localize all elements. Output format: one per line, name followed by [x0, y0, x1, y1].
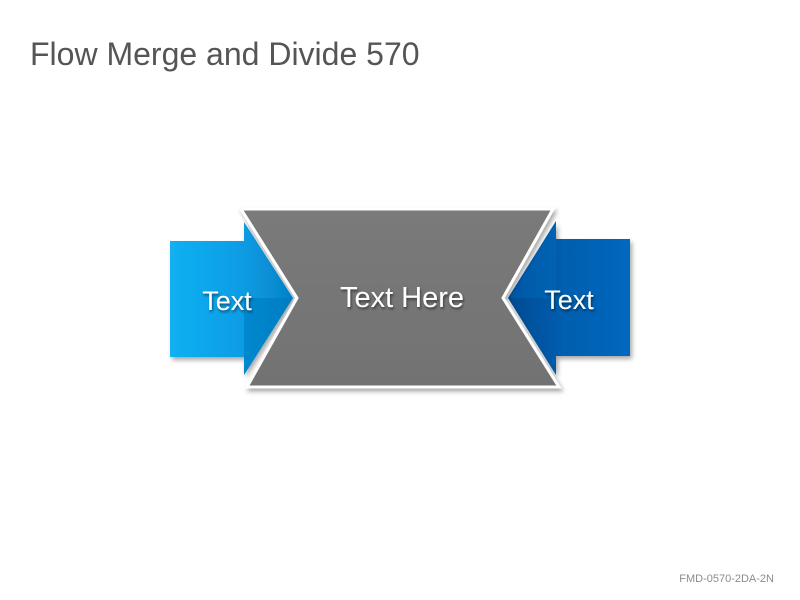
left-arrow-label: Text: [202, 286, 252, 316]
right-arrow-label: Text: [544, 285, 594, 315]
slide-code: FMD-0570-2DA-2N: [679, 573, 774, 585]
left-arrow: [170, 222, 293, 375]
right-arrow-shade: [508, 221, 556, 298]
center-block-shape: [238, 207, 562, 389]
page-title: Flow Merge and Divide 570: [30, 36, 420, 72]
left-arrow-shade: [244, 298, 293, 375]
center-block: [238, 207, 562, 389]
center-block-label: Text Here: [340, 282, 464, 314]
right-arrow: [508, 221, 630, 375]
